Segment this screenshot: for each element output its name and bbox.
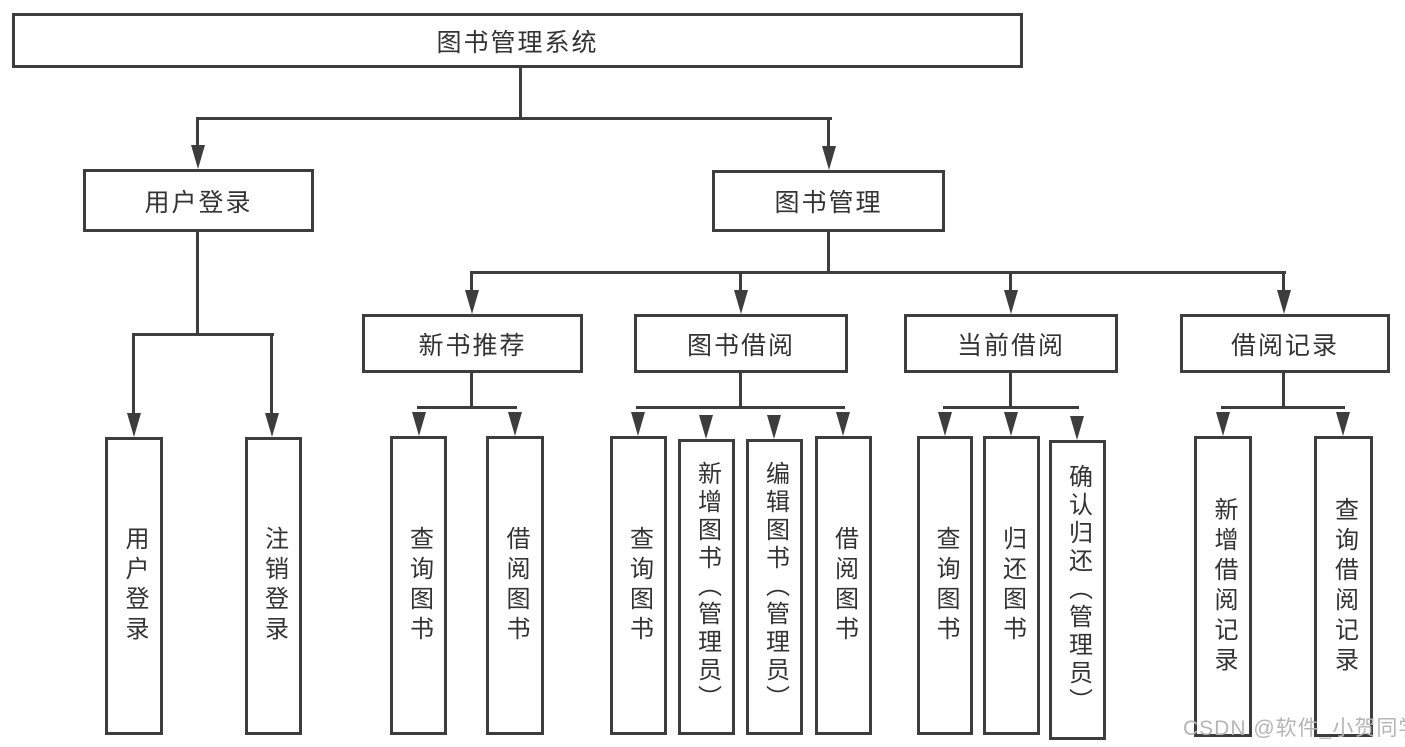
arrow-down-icon — [631, 412, 645, 436]
leaf-borrow-books-recommend-label: 借阅图书 — [502, 525, 529, 646]
node-book-borrowing: 图书借阅 — [634, 314, 848, 373]
connector-bookmgmt-hbar — [470, 271, 1286, 274]
leaf-confirm-return-admin-label: 确认归还（管理员） — [1064, 464, 1092, 716]
node-user-login-label: 用户登录 — [144, 188, 253, 217]
arrow-down-icon — [412, 412, 426, 436]
node-root-label: 图书管理系统 — [436, 28, 599, 57]
leaf-add-book-admin: 新增图书（管理员） — [678, 439, 735, 735]
arrow-down-icon — [1216, 412, 1230, 436]
leaf-query-books-current-label: 查询图书 — [932, 525, 959, 646]
leaf-borrow-books: 借阅图书 — [815, 436, 872, 735]
connector-current-hbar — [943, 406, 1079, 409]
arrow-down-icon — [767, 415, 781, 439]
connector-records-stem — [1282, 373, 1285, 409]
connector-borrowing-hbar — [636, 406, 845, 409]
connector-borrowing-stem — [739, 373, 742, 409]
connector-bookmgmt-stem — [827, 232, 830, 274]
arrow-down-icon — [508, 412, 522, 436]
node-book-borrowing-label: 图书借阅 — [686, 331, 795, 360]
connector-userlogin-stem — [196, 232, 199, 335]
leaf-return-books: 归还图书 — [983, 436, 1040, 735]
arrow-down-icon — [191, 145, 205, 169]
arrow-down-icon — [734, 290, 748, 314]
leaf-query-books-borrowing-label: 查询图书 — [625, 525, 653, 646]
node-new-book-recommend: 新书推荐 — [362, 314, 583, 373]
leaf-logout: 注销登录 — [245, 437, 302, 735]
arrow-down-icon — [1004, 412, 1018, 436]
leaf-query-books-recommend-label: 查询图书 — [405, 525, 433, 646]
leaf-borrow-books-recommend: 借阅图书 — [486, 436, 544, 735]
connector-root-drop-left — [196, 117, 199, 149]
leaf-logout-label: 注销登录 — [260, 526, 288, 646]
arrow-down-icon — [938, 412, 952, 436]
connector-userlogin-drop-left — [132, 333, 135, 417]
leaf-edit-book-admin-label: 编辑图书（管理员） — [761, 461, 789, 713]
arrow-down-icon — [1277, 290, 1291, 314]
leaf-query-books-recommend: 查询图书 — [390, 436, 447, 735]
node-new-book-recommend-label: 新书推荐 — [418, 331, 527, 360]
node-user-login-branch: 用户登录 — [83, 169, 314, 232]
connector-root-hbar — [196, 117, 832, 120]
connector-records-hbar — [1221, 406, 1345, 409]
arrow-down-icon — [836, 412, 850, 436]
leaf-confirm-return-admin: 确认归还（管理员） — [1049, 440, 1106, 740]
csdn-watermark: CSDN @软件_小贺同学 — [1183, 717, 1405, 740]
connector-root-stem — [519, 66, 522, 120]
leaf-user-login: 用户登录 — [105, 437, 163, 735]
leaf-query-books-current: 查询图书 — [917, 436, 973, 735]
arrow-down-icon — [127, 413, 141, 437]
arrow-down-icon — [822, 146, 836, 170]
connector-recommend-stem — [470, 373, 473, 409]
leaf-return-books-label: 归还图书 — [998, 525, 1026, 646]
connector-bookmgmt-drop-2 — [739, 271, 742, 293]
connector-current-stem — [1009, 373, 1012, 409]
arrow-down-icon — [1336, 412, 1350, 436]
arrow-down-icon — [465, 290, 479, 314]
leaf-add-borrow-record: 新增借阅记录 — [1194, 436, 1252, 737]
arrow-down-icon — [265, 413, 279, 437]
leaf-add-borrow-record-label: 新增借阅记录 — [1210, 496, 1237, 677]
node-borrowing-records: 借阅记录 — [1180, 314, 1390, 373]
node-book-management-label: 图书管理 — [774, 189, 883, 217]
node-root-system: 图书管理系统 — [12, 13, 1023, 68]
arrow-down-icon — [1004, 290, 1018, 314]
leaf-user-login-label: 用户登录 — [121, 526, 148, 646]
node-borrowing-records-label: 借阅记录 — [1230, 331, 1339, 360]
leaf-add-book-admin-label: 新增图书（管理员） — [693, 461, 721, 713]
connector-userlogin-hbar — [132, 333, 274, 336]
node-current-borrowing: 当前借阅 — [904, 314, 1118, 373]
connector-root-drop-right — [827, 117, 830, 149]
node-current-borrowing-label: 当前借阅 — [956, 331, 1065, 360]
arrow-down-icon — [699, 415, 713, 439]
arrow-down-icon — [1070, 416, 1084, 440]
connector-bookmgmt-drop-3 — [1009, 271, 1012, 293]
leaf-edit-book-admin: 编辑图书（管理员） — [746, 439, 803, 735]
leaf-query-borrow-record-label: 查询借阅记录 — [1330, 496, 1358, 677]
connector-userlogin-drop-right — [270, 333, 273, 417]
connector-bookmgmt-drop-4 — [1282, 271, 1285, 293]
leaf-borrow-books-label: 借阅图书 — [830, 525, 858, 646]
connector-recommend-hbar — [417, 406, 517, 409]
node-book-management-branch: 图书管理 — [712, 170, 945, 232]
connector-bookmgmt-drop-1 — [470, 271, 473, 293]
leaf-query-books-borrowing: 查询图书 — [610, 436, 667, 735]
leaf-query-borrow-record: 查询借阅记录 — [1314, 436, 1373, 737]
